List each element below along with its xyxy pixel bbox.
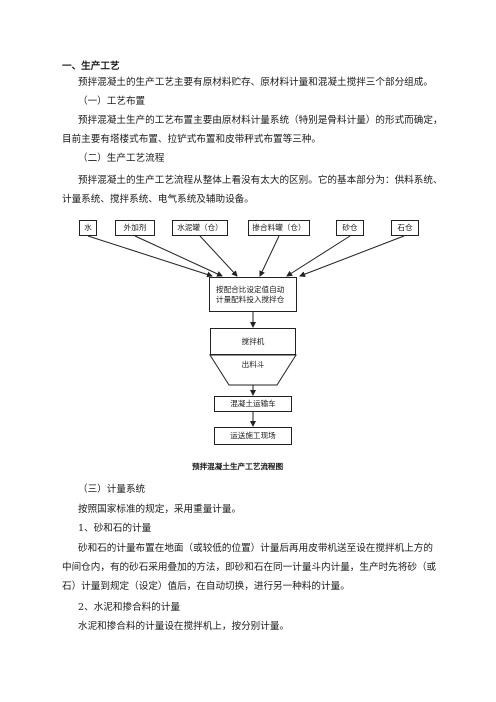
site-box: 运送施工现场 (214, 427, 292, 445)
arrow-sand (286, 235, 351, 277)
arrow-admixture (134, 235, 223, 277)
dosing-label-line-2: 计量配料投入搅拌仓 (216, 294, 285, 304)
input-sand-box: 砂仓 (336, 220, 364, 236)
input-mineral-box: 掺合料罐（仓） (248, 220, 310, 236)
arrow-stone (299, 235, 405, 278)
flowchart-caption: 预拌混凝土生产工艺流程图 (192, 462, 284, 471)
arrow-cement (199, 235, 238, 277)
subsection-heading-layout: （一）工艺布置 (78, 96, 146, 107)
hopper-shape (209, 354, 297, 386)
truck-box: 混凝土运输车 (214, 396, 292, 412)
input-cement-box: 水泥罐（仓） (172, 220, 228, 236)
sand-stone-line-2: 中间仓内，有的砂石采用叠加的方法，即砂和石在同一计量斗内计量，生产时先将砂（或 (62, 562, 437, 573)
intro-paragraph: 预拌混凝土的生产工艺主要有原材料贮存、原材料计量和混凝土搅拌三个部分组成。 (78, 77, 433, 88)
subsection-heading-metering: （三）计量系统 (78, 484, 146, 495)
subsection-heading-process: （二）生产工艺流程 (78, 153, 165, 164)
cement-paragraph: 水泥和掺合料的计量设在搅拌机上，按分别计量。 (78, 621, 290, 632)
layout-paragraph-line-2: 目前主要有塔楼式布置、拉铲式布置和皮带秤式布置等三种。 (62, 134, 322, 145)
metering-paragraph: 按照国家标准的规定，采用重量计量。 (78, 504, 242, 515)
item-heading-cement: 2、水泥和掺合料的计量 (78, 602, 181, 613)
section-heading: 一、生产工艺 (62, 61, 120, 72)
sand-stone-line-3: 石）计量到规定（设定）值后，在自动切换，进行另一种料的计量。 (62, 581, 350, 592)
process-paragraph-line-1: 预拌混凝土的生产工艺流程从整体上看没有太大的区别。它的基本部分为：供料系统、 (78, 175, 443, 186)
dosing-box: 按配合比设定值自动 计量配料投入搅拌仓 (209, 277, 297, 312)
arrow-water (87, 235, 213, 278)
item-heading-sand-stone: 1、砂和石的计量 (78, 523, 152, 534)
dosing-label-line-1: 按配合比设定值自动 (216, 284, 285, 294)
input-stone-box: 石仓 (391, 220, 419, 236)
mixer-box: 搅拌机 (210, 328, 296, 355)
process-paragraph-line-2: 计量系统、搅拌系统、电气系统及辅助设备。 (62, 194, 254, 205)
input-water-box: 水 (79, 220, 97, 236)
layout-paragraph-line-1: 预拌混凝土生产的工艺布置主要由原材料计量系统（特别是骨料计量）的形式而确定， (78, 115, 443, 126)
arrow-mineral (259, 235, 280, 277)
input-admixture-box: 外加剂 (115, 220, 155, 236)
hopper-label: 出料斗 (241, 360, 265, 369)
sand-stone-line-1: 砂和石的计量布置在地面（或较低的位置）计量后再用皮带机送至设在搅拌机上方的 (78, 543, 433, 554)
